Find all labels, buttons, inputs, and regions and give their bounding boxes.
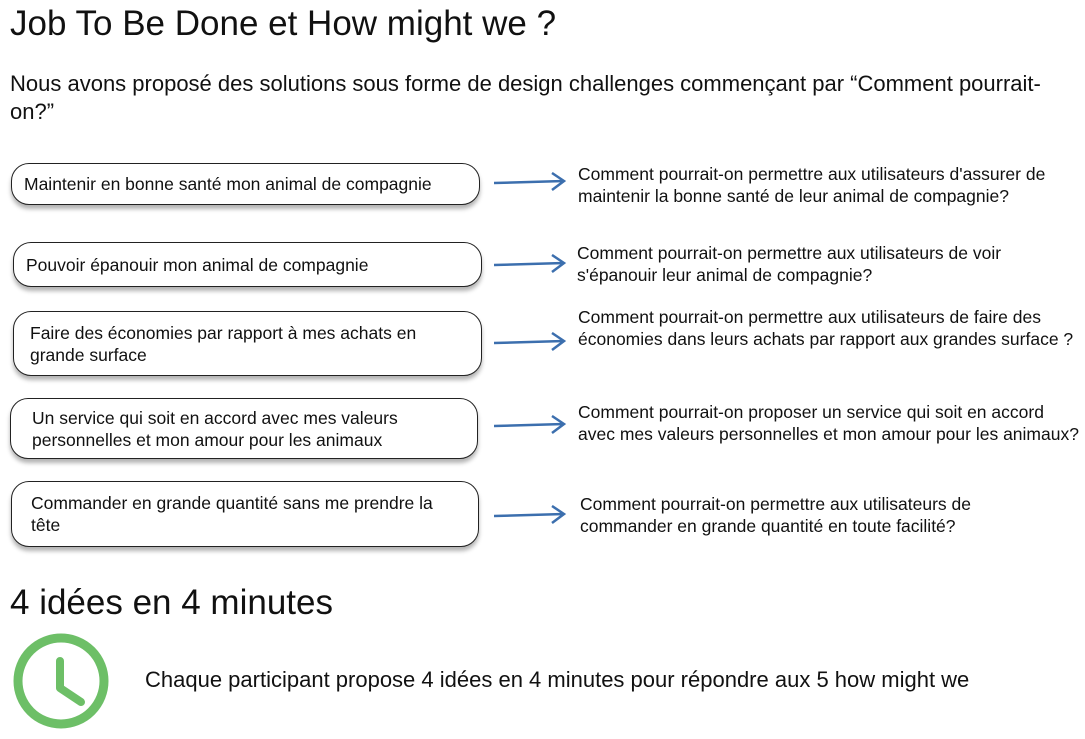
arrow-right-icon bbox=[494, 415, 567, 434]
arrow-right-icon bbox=[494, 332, 567, 351]
hmw-text: Comment pourrait-on proposer un service … bbox=[578, 402, 1079, 444]
job-text: Un service qui soit en accord avec mes v… bbox=[32, 407, 398, 450]
hmw-text: Comment pourrait-on permettre aux utilis… bbox=[577, 243, 1002, 285]
section-title-ideas: 4 idées en 4 minutes bbox=[10, 583, 333, 622]
hmw-text: Comment pourrait-on permettre aux utilis… bbox=[580, 494, 972, 536]
arrow-right-icon bbox=[494, 505, 567, 524]
job-text: Faire des économies par rapport à mes ac… bbox=[30, 322, 417, 365]
job-text: Commander en grande quantité sans me pre… bbox=[31, 493, 433, 535]
job-text: Pouvoir épanouir mon animal de compagnie bbox=[26, 254, 369, 275]
job-box: Commander en grande quantité sans me pre… bbox=[11, 481, 479, 547]
job-box: Maintenir en bonne santé mon animal de c… bbox=[11, 163, 480, 205]
hmw-text: Comment pourrait-on permettre aux utilis… bbox=[578, 164, 1046, 206]
job-text: Maintenir en bonne santé mon animal de c… bbox=[24, 174, 432, 194]
clock-icon bbox=[13, 633, 109, 729]
arrow-right-icon bbox=[494, 254, 567, 273]
job-box: Un service qui soit en accord avec mes v… bbox=[10, 398, 478, 459]
section-title-jtbd: Job To Be Done et How might we ? bbox=[10, 4, 557, 43]
job-box: Pouvoir épanouir mon animal de compagnie bbox=[13, 242, 482, 287]
description-text: Chaque participant propose 4 idées en 4 … bbox=[145, 667, 970, 692]
arrow-right-icon bbox=[494, 172, 567, 191]
hmw-text: Comment pourrait-on permettre aux utilis… bbox=[578, 307, 1074, 349]
job-box: Faire des économies par rapport à mes ac… bbox=[13, 311, 482, 376]
intro-text: Nous avons proposé des solutions sous fo… bbox=[10, 71, 1041, 124]
